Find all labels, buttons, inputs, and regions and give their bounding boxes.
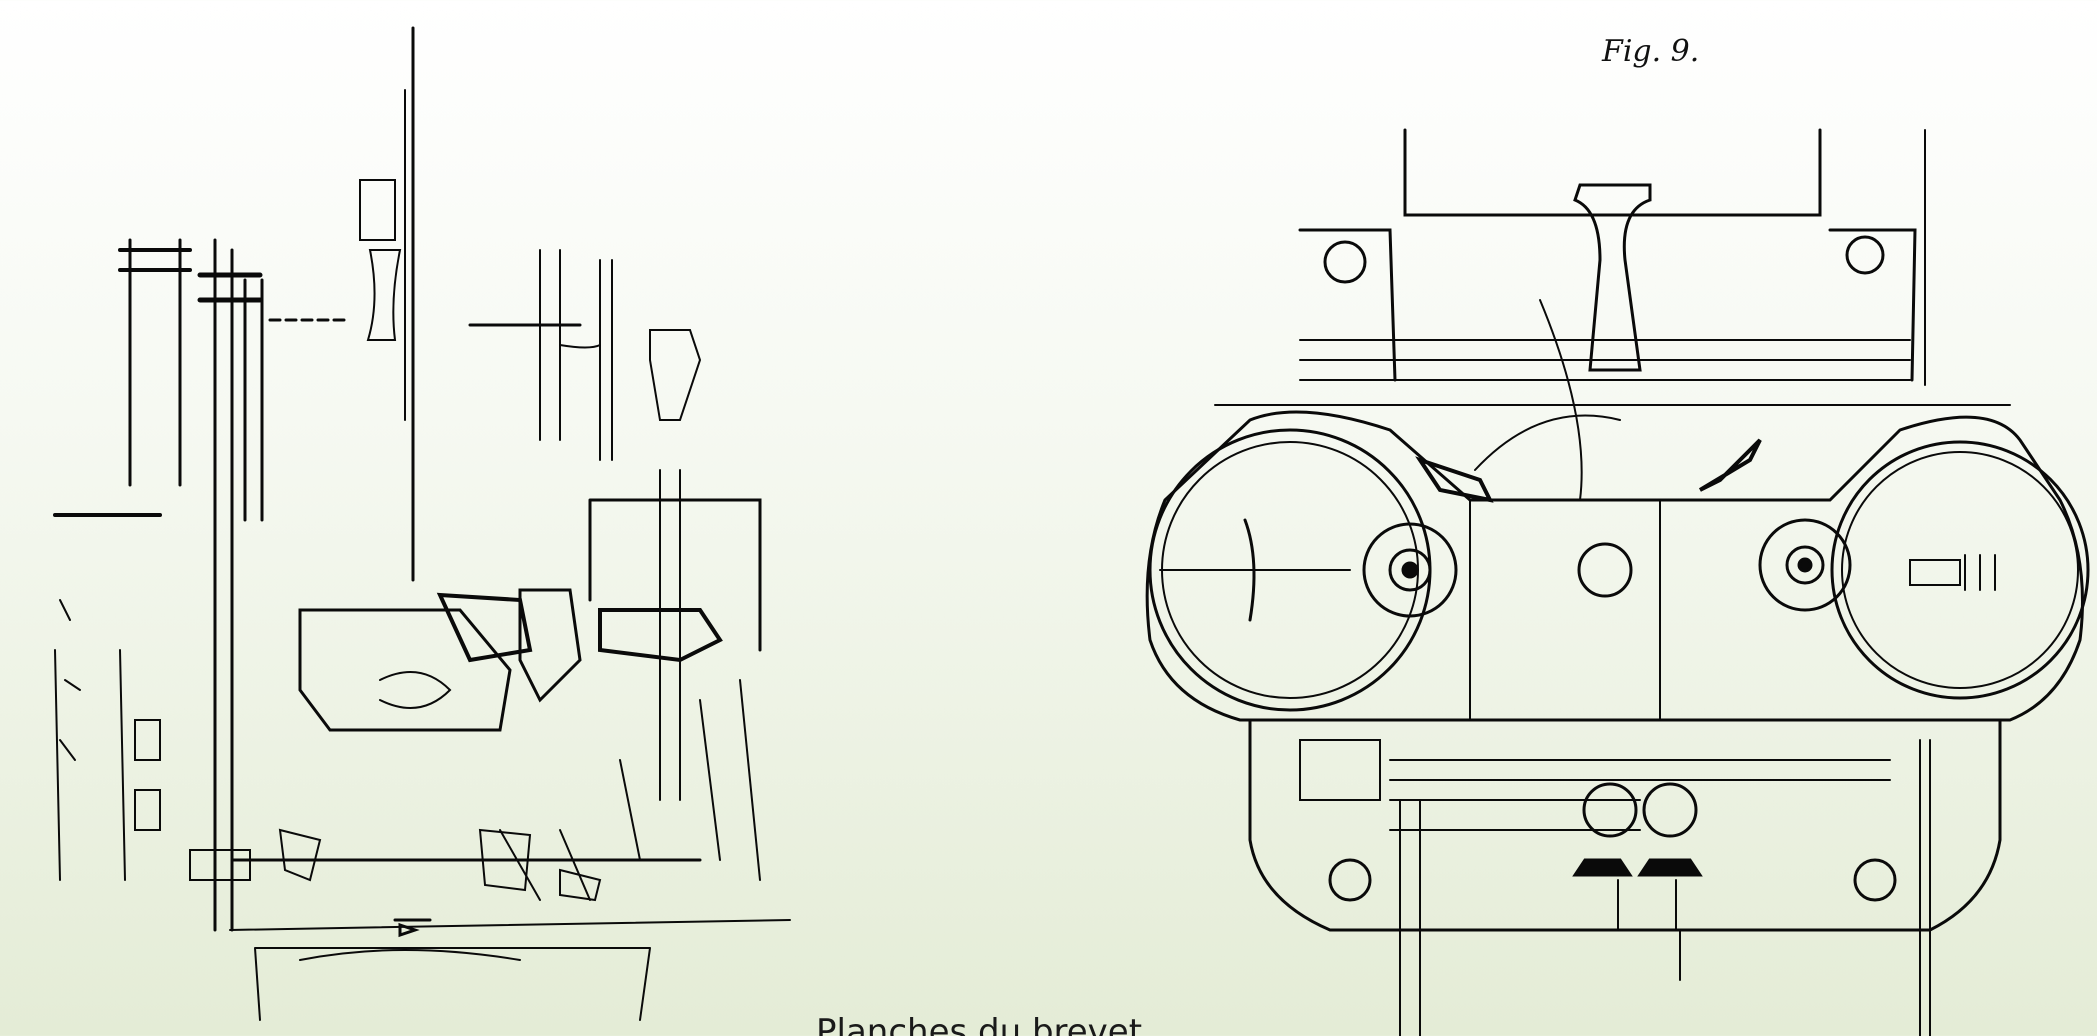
figure-label: Fig. 9. xyxy=(1602,34,1700,69)
plate-caption: Planches du brevet xyxy=(816,1012,1143,1036)
left-mechanism-drawing xyxy=(53,26,791,1021)
